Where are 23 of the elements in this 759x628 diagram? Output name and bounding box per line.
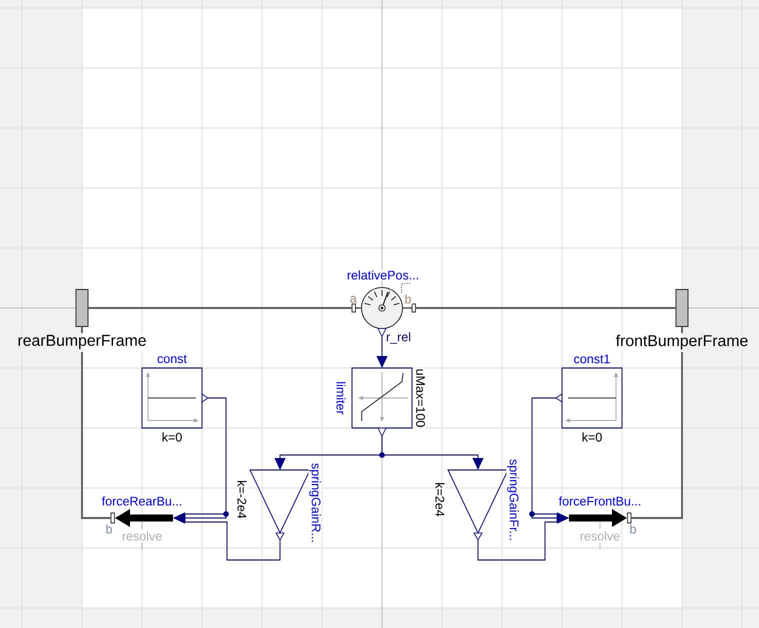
port-label: b <box>628 524 638 534</box>
block-label: const <box>156 354 188 364</box>
frame-label: rearBumperFrame <box>18 334 146 350</box>
port-label: b <box>104 524 114 534</box>
parameter-label: k=0 <box>160 432 184 442</box>
block-label: springGainFr... <box>506 458 520 542</box>
port-label: b <box>404 294 412 304</box>
block-label: springGainR... <box>308 462 322 544</box>
connection-line <box>631 352 683 519</box>
parameter-label: k=-2e4 <box>236 479 248 520</box>
block-label: forceFrontBu... <box>558 496 642 506</box>
block-label: limiter <box>336 380 346 416</box>
parameter-label: k=0 <box>580 432 604 442</box>
parameter-label: k=2e4 <box>434 482 446 518</box>
block-label: forceRearBu... <box>100 496 184 506</box>
connection-line <box>88 307 352 309</box>
frame-label: frontBumperFrame <box>616 334 748 350</box>
block-label: relativePos... <box>346 270 420 280</box>
connection-line <box>81 352 111 519</box>
port-label: resolve <box>579 530 621 542</box>
port-label: r_rel <box>385 331 412 345</box>
connection-line <box>416 307 676 309</box>
port-label: resolve <box>121 530 163 542</box>
